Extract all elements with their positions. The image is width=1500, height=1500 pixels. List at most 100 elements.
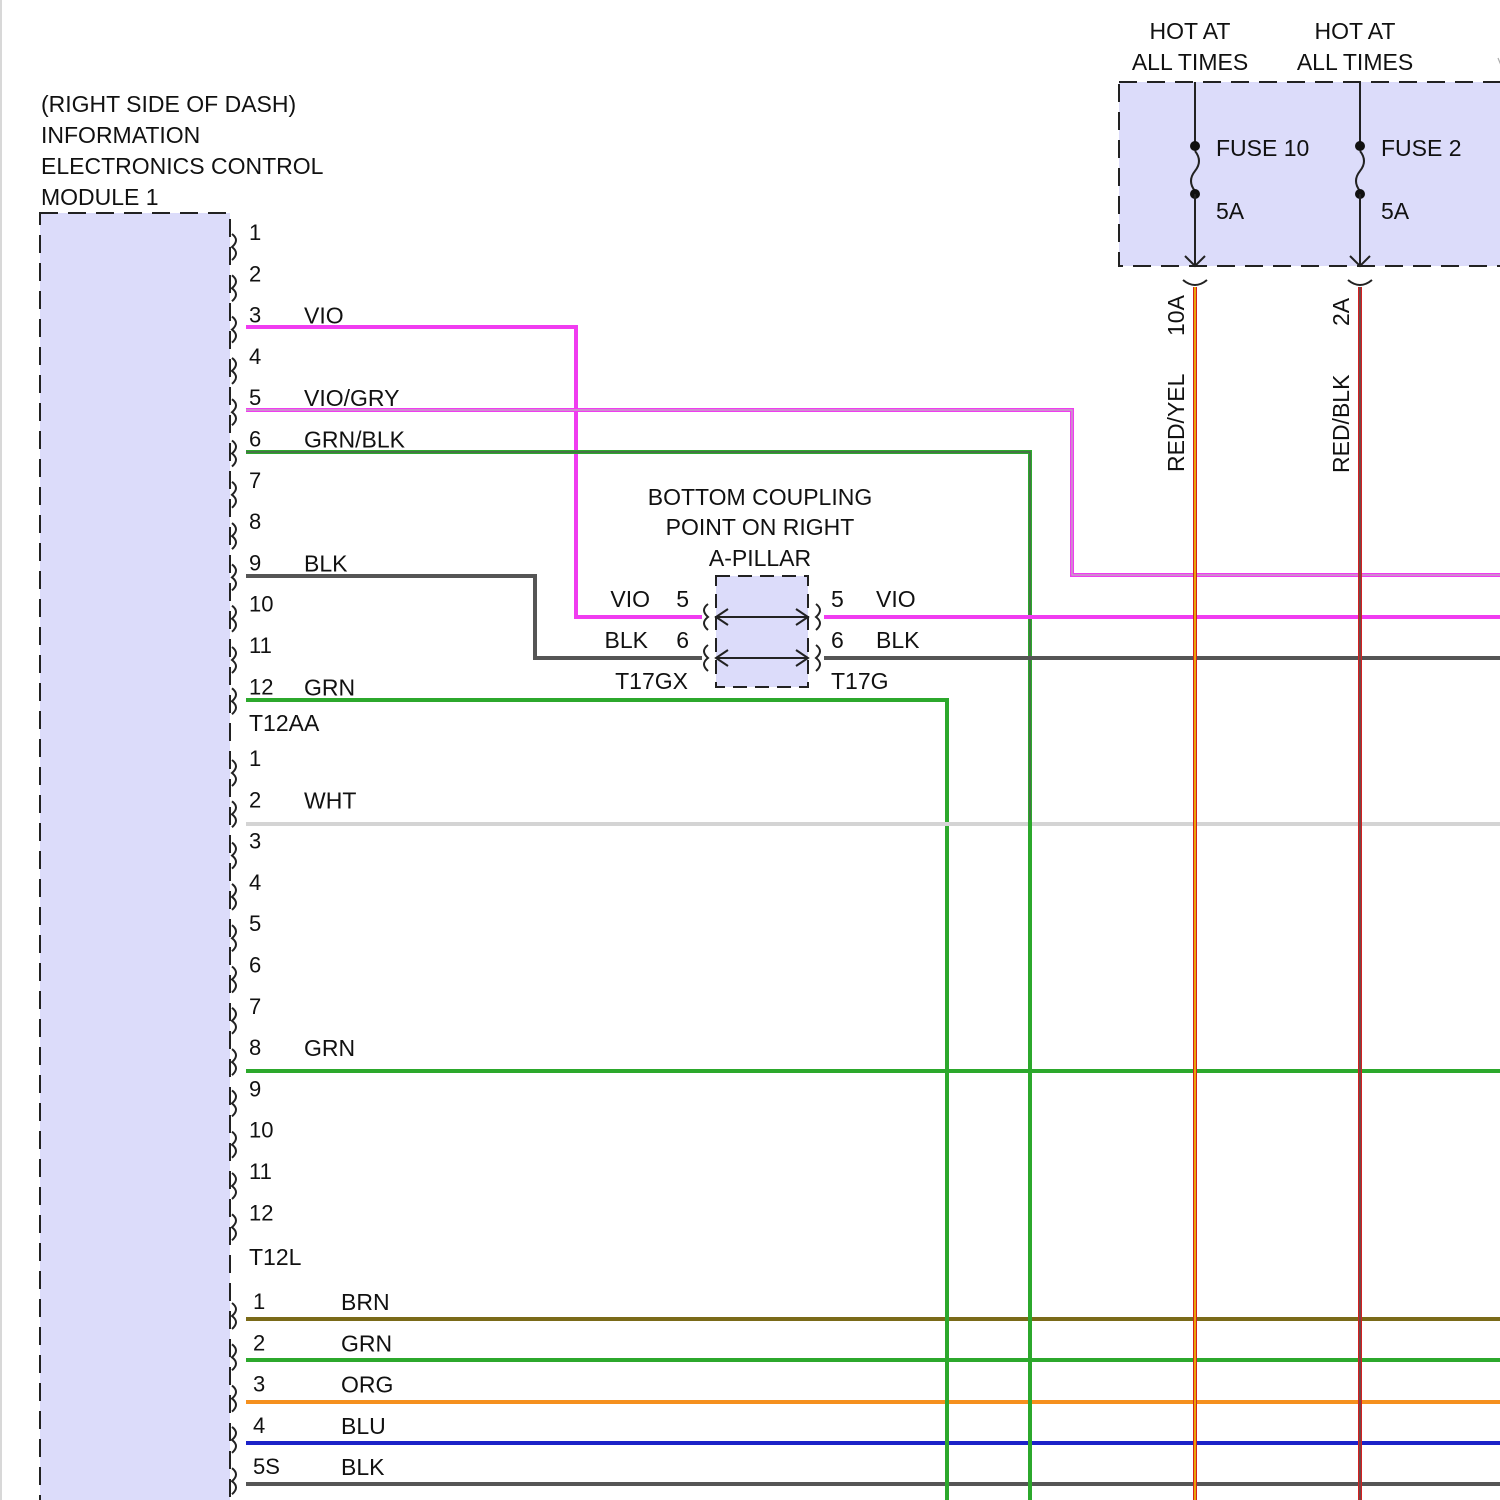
wires (246, 287, 1500, 1500)
t12aa-pin-2-glyph (232, 275, 236, 301)
bottom-pin-1-wire-color: BRN (341, 1289, 390, 1315)
a-pillar-coupling: BOTTOM COUPLING POINT ON RIGHT A-PILLAR … (605, 484, 921, 694)
t12l-pin-11-glyph (232, 1173, 236, 1199)
fuse-10-name: FUSE 10 (1216, 135, 1309, 161)
t12l-pin-6-number: 6 (249, 953, 261, 978)
coupling-left-wire-5: VIO (610, 586, 650, 612)
bottom-pin-2-number: 2 (253, 1330, 265, 1355)
module-title-line-1: (RIGHT SIDE OF DASH) (41, 91, 296, 117)
coupling-body (716, 576, 808, 687)
wire-t12aa-5-stripe (246, 410, 1500, 575)
t12l-pin-12-number: 12 (249, 1200, 273, 1225)
wire-t12aa-5-vio-gry (246, 410, 1500, 575)
fuse-2-socket (1348, 280, 1372, 285)
t12aa-pin-6-number: 6 (249, 427, 261, 452)
t12l-pin-8-number: 8 (249, 1035, 261, 1060)
fuse-10-hot-line-2: ALL TIMES (1132, 49, 1248, 75)
fuse-10-terminal-top (1190, 141, 1200, 151)
t12aa-pin-9-glyph (232, 564, 236, 590)
connector-t12aa-label: T12AA (249, 710, 320, 736)
connector-t17g-label: T17G (831, 668, 889, 694)
coupling-title-line-1: BOTTOM COUPLING (648, 484, 873, 510)
connector-t12l-label: T12L (249, 1244, 302, 1270)
bottom-pin-4-glyph (232, 1427, 236, 1453)
t12l-pin-12-glyph (232, 1214, 236, 1240)
t12aa-pin-12-glyph (232, 688, 236, 714)
t12aa-pin-5-number: 5 (249, 385, 261, 410)
module-title-line-4: MODULE 1 (41, 184, 159, 210)
t12l-pin-3-glyph (232, 843, 236, 869)
t12l-pin-2-glyph (232, 801, 236, 827)
t12aa-pin-4-glyph (232, 358, 236, 384)
t12aa-pin-5-wire-color: VIO/GRY (304, 385, 399, 411)
t12l-pin-10-glyph (232, 1132, 236, 1158)
t12aa-pin-12-wire-color: GRN (304, 674, 355, 700)
coupling-right-wire-6: BLK (876, 627, 920, 653)
t12l-pin-7-glyph (232, 1008, 236, 1034)
t12l-pin-9-number: 9 (249, 1076, 261, 1101)
t12aa-pin-8-glyph (232, 523, 236, 549)
coupling-left-wire-6: BLK (605, 627, 649, 653)
t12l-pin-7-number: 7 (249, 994, 261, 1019)
t12aa-pin-11-number: 11 (249, 633, 272, 658)
t12aa-pin-11-glyph (232, 647, 236, 673)
t12aa-pin-1-glyph (232, 234, 236, 260)
t12l-pin-5-glyph (232, 925, 236, 951)
t12l-pin-6-glyph (232, 967, 236, 993)
coupling-left-glyph-5 (704, 604, 708, 630)
t12aa-pin-7-number: 7 (249, 468, 261, 493)
fuse-10-hot-line-1: HOT AT (1150, 18, 1231, 44)
t12l-pin-4-number: 4 (249, 870, 261, 895)
t12aa-pin-10-glyph (232, 606, 236, 632)
bottom-pin-4-wire-color: BLU (341, 1413, 386, 1439)
fuse-10-wire: RED/YEL (1163, 373, 1189, 472)
fuse-10-terminal: 10A (1163, 294, 1189, 336)
t12aa-pin-3-wire-color: VIO (304, 303, 344, 329)
t12l-pin-1-number: 1 (249, 746, 261, 771)
coupling-title-line-3: A-PILLAR (709, 545, 811, 571)
t12l-pin-4-glyph (232, 884, 236, 910)
fuse-2-hot-line-1: HOT AT (1315, 18, 1396, 44)
t12l-pin-8-glyph (232, 1049, 236, 1075)
t12l-pin-8-wire-color: GRN (304, 1035, 355, 1061)
t12aa-pin-7-glyph (232, 482, 236, 508)
bottom-pin-2-glyph (232, 1344, 236, 1370)
t12l-pin-3-number: 3 (249, 829, 261, 854)
t12l-pin-9-glyph (232, 1090, 236, 1116)
coupling-left-pin-5: 5 (676, 586, 689, 612)
t12aa-pin-6-wire-color: GRN/BLK (304, 427, 406, 453)
bottom-pin-5S-number: 5S (253, 1454, 280, 1479)
bottom-pin-3-wire-color: ORG (341, 1372, 393, 1398)
fuse-2-name: FUSE 2 (1381, 135, 1462, 161)
bottom-pin-3-glyph (232, 1386, 236, 1412)
module-body (40, 213, 230, 1500)
bottom-pin-4-number: 4 (253, 1413, 265, 1438)
fuse-2-terminal-top (1355, 141, 1365, 151)
coupling-title-line-2: POINT ON RIGHT (666, 514, 855, 540)
bottom-pin-1-glyph (232, 1303, 236, 1329)
fuse-2-hot-line-2: ALL TIMES (1297, 49, 1413, 75)
bottom-pin-1-number: 1 (253, 1289, 265, 1314)
t12aa-pin-10-number: 10 (249, 592, 273, 617)
t12l-pin-11-number: 11 (249, 1159, 272, 1184)
coupling-left-glyph-6 (704, 645, 708, 671)
fuse-10-socket (1183, 280, 1207, 285)
coupling-left-pin-6: 6 (676, 627, 689, 653)
t12l-pin-2-number: 2 (249, 787, 261, 812)
t12aa-pin-9-wire-color: BLK (304, 550, 348, 576)
ecm-module: (RIGHT SIDE OF DASH) INFORMATION ELECTRO… (40, 91, 324, 1500)
t12aa-pin-12-number: 12 (249, 674, 273, 699)
connector-t12l-pins: 12WHT345678GRN9101112 (232, 746, 356, 1240)
t12aa-pin-2-number: 2 (249, 261, 261, 286)
fuse-2-terminal: 2A (1328, 297, 1354, 326)
module-title-line-2: INFORMATION (41, 122, 200, 148)
connector-t17gx-label: T17GX (615, 668, 688, 694)
t12aa-pin-4-number: 4 (249, 344, 261, 369)
fuse-box (1119, 82, 1500, 266)
t12l-pin-5-number: 5 (249, 911, 261, 936)
coupling-right-pin-5: 5 (831, 586, 844, 612)
bottom-pin-3-number: 3 (253, 1372, 265, 1397)
t12aa-pin-1-number: 1 (249, 220, 261, 245)
t12l-pin-2-wire-color: WHT (304, 787, 356, 813)
